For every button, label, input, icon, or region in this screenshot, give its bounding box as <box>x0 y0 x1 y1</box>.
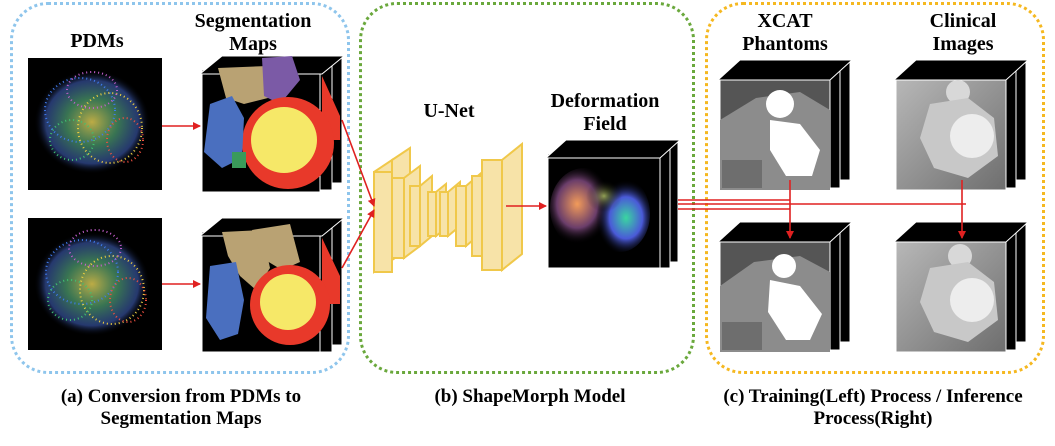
xcat-stack-bottom <box>716 221 854 353</box>
segmentation-maps-label-line1: Segmentation <box>194 10 312 32</box>
xcat-phantoms-label-line1: XCAT <box>757 10 813 32</box>
unet-label: U-Net <box>423 100 475 122</box>
clinical-images-label: Clinical Images <box>898 10 1028 56</box>
deformation-field-label: Deformation Field <box>540 90 670 136</box>
arrows <box>162 119 966 288</box>
arrow-seg-top-to-unet <box>341 119 376 207</box>
clinical-stack-top <box>892 59 1030 191</box>
caption-c-line2: Process(Right) <box>813 407 933 429</box>
deformation-field-label-line2: Field <box>583 113 627 135</box>
clinical-images-label-line1: Clinical <box>929 10 997 32</box>
xcat-stack-top <box>716 59 854 191</box>
segmentation-stack-top <box>198 54 346 193</box>
caption-c: (c) Training(Left) Process / Inference P… <box>698 386 1048 430</box>
panel-b-border <box>359 2 695 374</box>
xcat-phantoms-label-line2: Phantoms <box>742 33 828 55</box>
segmentation-maps-label: Segmentation Maps <box>188 10 318 56</box>
pdm-image-bottom <box>28 218 162 350</box>
pdm-image-top <box>28 58 162 190</box>
arrow-seg-bottom-to-unet <box>341 209 375 269</box>
deformation-field-stack <box>544 139 682 269</box>
clinical-images-label-line2: Images <box>932 33 994 55</box>
xcat-phantoms-label: XCAT Phantoms <box>720 10 850 56</box>
caption-b: (b) ShapeMorph Model <box>434 386 626 407</box>
caption-c-line1: (c) Training(Left) Process / Inference <box>723 386 1023 407</box>
caption-a: (a) Conversion from PDMs to Segmentation… <box>6 386 356 430</box>
pdms-label: PDMs <box>70 30 124 52</box>
segmentation-maps-label-line2: Maps <box>229 33 277 55</box>
panel-c-border <box>705 2 1045 374</box>
panel-a-border <box>10 2 350 374</box>
unet-blocks <box>373 141 523 274</box>
caption-a-line1: (a) Conversion from PDMs to <box>60 386 302 407</box>
segmentation-stack-bottom <box>198 216 346 353</box>
clinical-stack-bottom <box>892 221 1030 353</box>
deformation-field-label-line1: Deformation <box>550 90 660 112</box>
caption-a-line2: Segmentation Maps <box>100 407 262 429</box>
